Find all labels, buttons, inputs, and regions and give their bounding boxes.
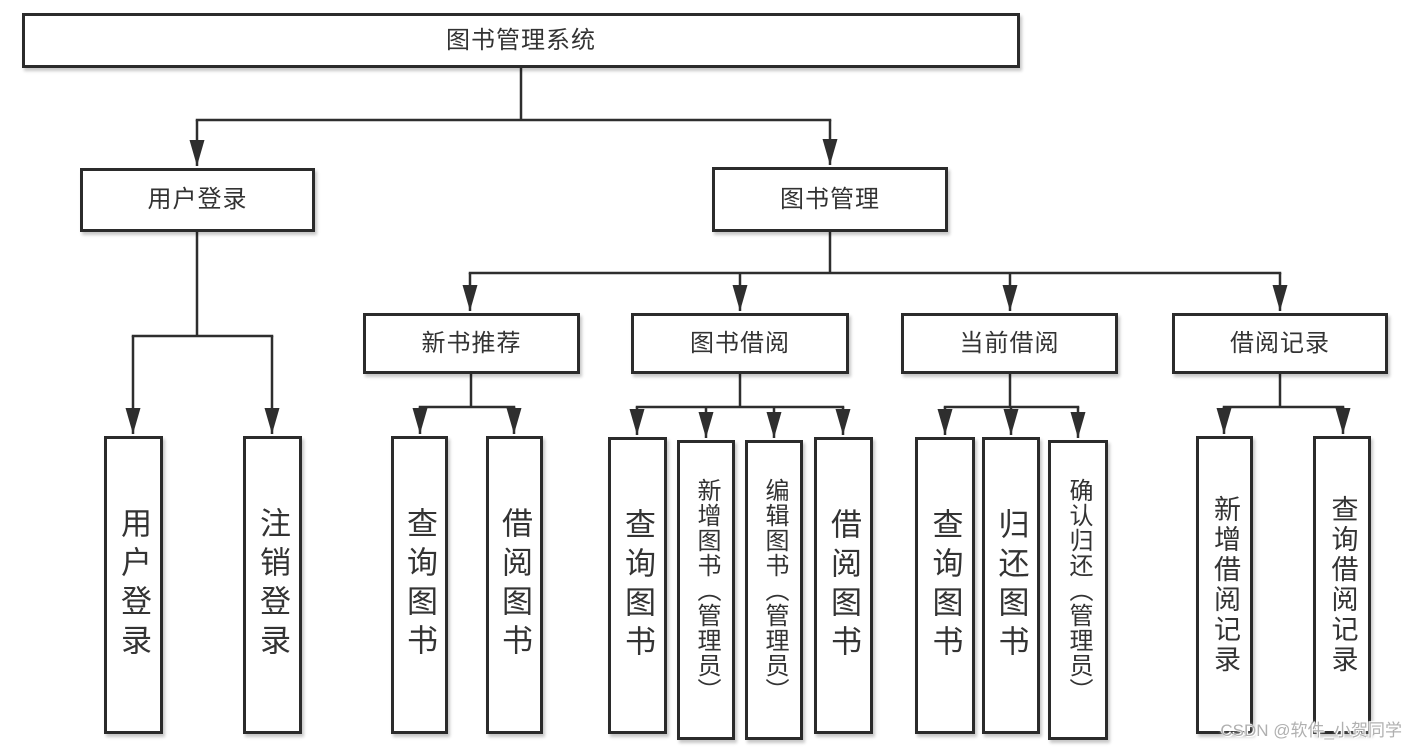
node-label: 查询图书 xyxy=(402,507,437,663)
node-label: 编辑图书（管理员） xyxy=(761,477,788,703)
node-label: 图书管理 xyxy=(780,185,880,213)
node-borrowing-records: 借阅记录 xyxy=(1172,313,1388,374)
leaf-borrow-books-recommend: 借阅图书 xyxy=(486,436,543,734)
node-label: 用户登录 xyxy=(147,186,248,213)
node-label: 查询图书 xyxy=(620,507,655,664)
node-label: 查询借阅记录 xyxy=(1327,495,1358,675)
node-book-management: 图书管理 xyxy=(712,167,948,232)
node-book-borrowing: 图书借阅 xyxy=(631,313,849,374)
node-label: 当前借阅 xyxy=(959,329,1060,357)
node-label: 查询图书 xyxy=(927,507,963,664)
leaf-borrow-books-borrowing: 借阅图书 xyxy=(814,437,873,734)
node-label: 新书推荐 xyxy=(421,329,522,357)
leaf-query-borrow-record: 查询借阅记录 xyxy=(1313,436,1371,734)
node-label: 图书借阅 xyxy=(690,329,790,357)
node-label: 新增借阅记录 xyxy=(1210,495,1240,675)
leaf-query-books-recommend: 查询图书 xyxy=(391,436,448,734)
watermark: CSDN @软件_小贺同学 xyxy=(1220,721,1402,740)
leaf-query-books-current: 查询图书 xyxy=(915,437,975,734)
leaf-confirm-return-admin: 确认归还（管理员） xyxy=(1048,440,1108,740)
node-label: 新增图书（管理员） xyxy=(693,477,720,703)
leaf-add-borrow-record: 新增借阅记录 xyxy=(1196,436,1253,734)
node-user-login: 用户登录 xyxy=(80,168,315,232)
leaf-edit-book-admin: 编辑图书（管理员） xyxy=(745,440,803,740)
node-label: 借阅图书 xyxy=(497,507,532,663)
node-current-borrowing: 当前借阅 xyxy=(901,313,1118,374)
node-label: 注销登录 xyxy=(255,507,290,663)
node-new-book-recommendation: 新书推荐 xyxy=(363,313,580,374)
node-label: 借阅记录 xyxy=(1230,329,1330,357)
node-label: 用户登录 xyxy=(116,507,151,663)
node-label: 确认归还（管理员） xyxy=(1065,477,1092,703)
node-library-management-system: 图书管理系统 xyxy=(22,13,1020,68)
leaf-user-login: 用户登录 xyxy=(104,436,163,734)
leaf-return-books: 归还图书 xyxy=(982,437,1040,734)
node-label: 图书管理系统 xyxy=(446,26,596,54)
leaf-query-books-borrowing: 查询图书 xyxy=(608,437,667,734)
leaf-add-book-admin: 新增图书（管理员） xyxy=(677,440,735,740)
node-label: 归还图书 xyxy=(993,507,1029,664)
node-label: 借阅图书 xyxy=(826,507,861,664)
leaf-logout: 注销登录 xyxy=(243,436,302,734)
